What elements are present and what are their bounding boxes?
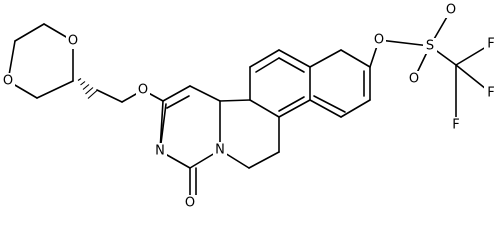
bond xyxy=(340,49,371,68)
bond xyxy=(96,89,123,103)
chemical-structure-diagram: O O O N N O O S O O F F xyxy=(1,2,498,211)
svg-text:S: S xyxy=(426,39,434,54)
svg-text:F: F xyxy=(487,37,494,52)
svg-text:O: O xyxy=(446,3,456,18)
bond xyxy=(249,99,280,118)
svg-text:F: F xyxy=(487,86,494,101)
bond xyxy=(166,95,190,109)
bond xyxy=(378,39,431,47)
bond xyxy=(278,96,305,112)
bond xyxy=(249,49,280,68)
atom-n-fused: N xyxy=(213,142,227,158)
bond xyxy=(189,85,221,102)
bond xyxy=(248,151,280,169)
svg-text:N: N xyxy=(155,144,165,159)
bond xyxy=(36,80,74,99)
bond xyxy=(14,23,45,42)
bond xyxy=(313,95,346,113)
atom-o-ether: O xyxy=(136,82,150,98)
atom-f-bottom: F xyxy=(449,117,463,133)
atom-f-right: F xyxy=(484,85,498,101)
atom-n-ring: N xyxy=(153,143,167,159)
svg-text:O: O xyxy=(3,74,13,89)
atom-o-sulfonyl-bottom: O xyxy=(407,71,421,87)
svg-text:O: O xyxy=(68,34,78,49)
svg-text:O: O xyxy=(374,33,384,48)
atom-o-carbonyl: O xyxy=(183,195,197,211)
bond xyxy=(278,49,311,68)
bond xyxy=(219,99,251,102)
bond xyxy=(278,99,311,118)
bond xyxy=(340,99,371,118)
bond xyxy=(309,99,342,118)
bond-lines xyxy=(7,9,492,204)
atom-o-sulfonyl-top: O xyxy=(444,2,458,18)
atom-o-ring-bottom: O xyxy=(1,73,15,89)
stereo-hashed-wedge xyxy=(77,78,98,99)
bond xyxy=(278,57,305,73)
bond xyxy=(309,49,342,68)
svg-text:O: O xyxy=(138,83,148,98)
svg-text:O: O xyxy=(409,72,419,87)
atom-o-ring-top: O xyxy=(66,33,80,49)
atom-s-sulfonyl: S xyxy=(423,38,437,54)
bond xyxy=(162,85,191,102)
svg-text:F: F xyxy=(452,118,459,133)
atom-o-triflate-ester: O xyxy=(372,32,386,48)
atom-f-top: F xyxy=(484,36,498,52)
svg-text:O: O xyxy=(185,196,195,211)
svg-text:N: N xyxy=(215,143,225,158)
bond xyxy=(255,57,280,73)
